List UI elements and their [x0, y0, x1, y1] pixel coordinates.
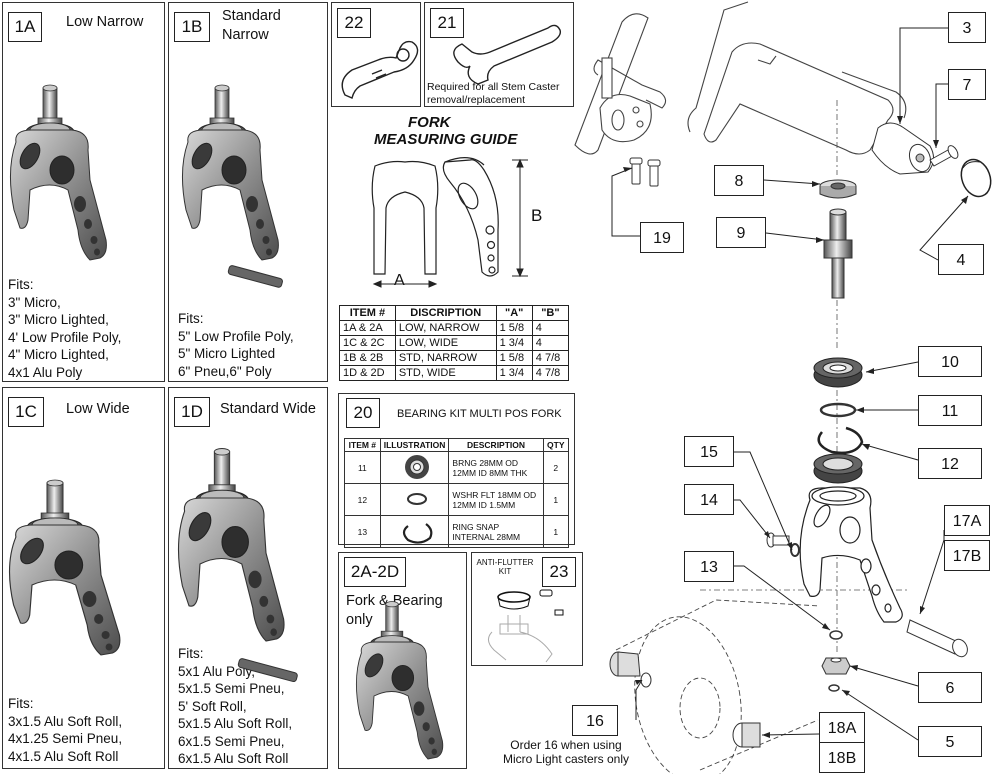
callout-3: 3 — [948, 12, 986, 43]
fits-1a: Fits:3" Micro,3" Micro Lighted,4' Low Pr… — [8, 277, 122, 380]
title-1c: Low Wide — [66, 401, 130, 417]
dimension-lines — [372, 158, 528, 288]
dim-b-label: B — [531, 206, 543, 225]
bearing-10 — [813, 357, 863, 388]
note-21: Required for all Stem Caster removal/rep… — [427, 81, 560, 106]
fork-2a-2d-image — [355, 601, 444, 760]
callout-11: 11 — [918, 395, 982, 426]
fork-exploded — [799, 486, 903, 623]
callout-18b: 18B — [819, 742, 865, 773]
title-23: ANTI-FLUTTER KIT — [476, 558, 534, 576]
frame-tube-right — [687, 1, 907, 155]
bearing-lower — [813, 453, 863, 484]
callout-13: 13 — [684, 551, 734, 582]
fork-1d-image — [177, 447, 285, 642]
bolts-19 — [629, 157, 661, 187]
panel-23 — [471, 552, 583, 666]
fork-1c-image — [8, 479, 121, 656]
fork-side-view — [442, 157, 499, 277]
fork-table-header: DISCRIPTION — [394, 305, 497, 321]
tag-21: 21 — [430, 8, 464, 38]
spanner-wrench-icon — [341, 40, 419, 99]
tag-1a: 1A — [8, 12, 42, 42]
title-1d: Standard Wide — [220, 401, 316, 417]
cap-4 — [960, 158, 992, 198]
callout-8: 8 — [714, 165, 764, 196]
bolt-7 — [929, 145, 959, 167]
title-1b-line1: Standard — [222, 8, 281, 24]
washer-5 — [828, 684, 840, 692]
callout-4: 4 — [938, 244, 984, 275]
title-1b-line2: Narrow — [222, 27, 269, 43]
anti-flutter-kit-image — [488, 589, 564, 663]
callout-17a: 17A — [944, 505, 990, 536]
frame-tube-left — [574, 13, 667, 155]
callout-16: 16 — [572, 705, 618, 736]
callout-19: 19 — [640, 222, 684, 253]
tag-1b: 1B — [174, 12, 210, 42]
fork-1b-image — [181, 84, 279, 261]
callout-14: 14 — [684, 484, 734, 515]
fork-front-view — [371, 160, 439, 275]
fork-table-header: "B" — [531, 305, 570, 321]
title-2a-2d: Fork & Bearing only — [346, 593, 443, 628]
spacer-18 — [732, 722, 761, 748]
guide-title-line2: MEASURING GUIDE — [374, 131, 518, 148]
open-end-wrench-icon — [453, 24, 562, 85]
fits-1b: Fits:5" Low Profile Poly,5" Micro Lighte… — [178, 311, 294, 379]
callout-12: 12 — [918, 448, 982, 479]
tag-2a-2d: 2A-2D — [344, 557, 406, 587]
nut-6 — [821, 657, 851, 675]
dim-a-label: A — [394, 272, 405, 289]
callout-9: 9 — [716, 217, 766, 248]
cap-8 — [819, 179, 857, 199]
tag-22: 22 — [337, 8, 371, 38]
stem-housing — [871, 122, 934, 175]
callout-17b: 17B — [944, 540, 990, 571]
guide-title-line1: FORK — [408, 114, 451, 131]
kit-title: BEARING KIT MULTI POS FORK — [397, 408, 562, 420]
callout-10: 10 — [918, 346, 982, 377]
callout-6: 6 — [918, 672, 982, 703]
callout-15: 15 — [684, 436, 734, 467]
callout-7: 7 — [948, 69, 986, 100]
washer-15 — [790, 543, 800, 557]
washer-13 — [829, 630, 843, 640]
tag-20: 20 — [346, 398, 380, 428]
tag-1d: 1D — [174, 397, 210, 427]
fits-1c: Fits:3x1.5 Alu Soft Roll,4x1.25 Semi Pne… — [8, 696, 123, 764]
snap-ring-icon — [402, 523, 433, 544]
stem-9 — [823, 208, 853, 299]
washer-icon — [407, 493, 427, 505]
fork-1a-image — [9, 84, 107, 261]
leader-arrows — [623, 116, 968, 738]
tag-23: 23 — [542, 557, 576, 587]
title-1a: Low Narrow — [66, 14, 144, 30]
callout-18a: 18A — [819, 712, 865, 743]
axle-17 — [906, 619, 968, 658]
fits-1d: Fits:5x1 Alu Poly,5x1.5 Semi Pneu,5' Sof… — [178, 646, 293, 766]
tag-1c: 1C — [8, 397, 44, 427]
washer-11 — [819, 402, 857, 418]
callout-5: 5 — [918, 726, 982, 757]
snap-ring-12 — [817, 426, 864, 455]
spacer-16 — [609, 651, 652, 688]
bearing-icon — [405, 455, 429, 479]
